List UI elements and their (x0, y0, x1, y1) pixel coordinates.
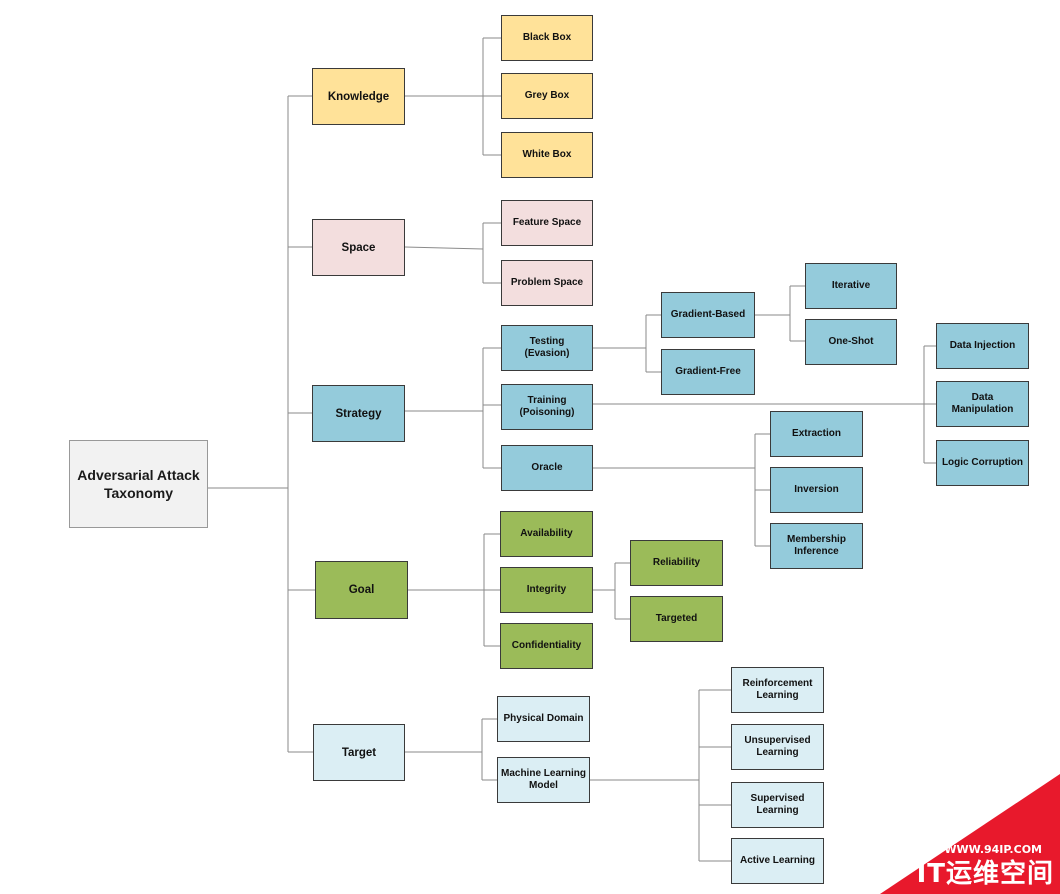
gradient-free-node: Gradient-Free (661, 349, 755, 395)
extraction-node: Extraction (770, 411, 863, 457)
membership-inference-node: Membership Inference (770, 523, 863, 569)
physical-domain-node: Physical Domain (497, 696, 590, 742)
inversion-node: Inversion (770, 467, 863, 513)
goal-node: Goal (315, 561, 408, 619)
watermark-url: WWW.94IP.COM (944, 843, 1042, 856)
one-shot-node: One-Shot (805, 319, 897, 365)
watermark-triangle (880, 774, 1060, 894)
data-manipulation-node: Data Manipulation (936, 381, 1029, 427)
space-node: Space (312, 219, 405, 276)
knowledge-node: Knowledge (312, 68, 405, 125)
active-learning-node: Active Learning (731, 838, 824, 884)
problem-space-node: Problem Space (501, 260, 593, 306)
target-node: Target (313, 724, 405, 781)
watermark: WWW.94IP.COM IT运维空间 (880, 774, 1060, 894)
gradient-based-node: Gradient-Based (661, 292, 755, 338)
root-node: Adversarial Attack Taxonomy (69, 440, 208, 528)
machine-learning-model-node: Machine Learning Model (497, 757, 590, 803)
strategy-node: Strategy (312, 385, 405, 442)
data-injection-node: Data Injection (936, 323, 1029, 369)
logic-corruption-node: Logic Corruption (936, 440, 1029, 486)
unsupervised-learning-node: Unsupervised Learning (731, 724, 824, 770)
integrity-node: Integrity (500, 567, 593, 613)
testing-evasion-node: Testing (Evasion) (501, 325, 593, 371)
training-poisoning-node: Training (Poisoning) (501, 384, 593, 430)
white-box-node: White Box (501, 132, 593, 178)
black-box-node: Black Box (501, 15, 593, 61)
watermark-name: IT运维空间 (916, 859, 1054, 889)
reliability-node: Reliability (630, 540, 723, 586)
confidentiality-node: Confidentiality (500, 623, 593, 669)
grey-box-node: Grey Box (501, 73, 593, 119)
feature-space-node: Feature Space (501, 200, 593, 246)
iterative-node: Iterative (805, 263, 897, 309)
availability-node: Availability (500, 511, 593, 557)
targeted-node: Targeted (630, 596, 723, 642)
oracle-node: Oracle (501, 445, 593, 491)
reinforcement-learning-node: Reinforcement Learning (731, 667, 824, 713)
supervised-learning-node: Supervised Learning (731, 782, 824, 828)
